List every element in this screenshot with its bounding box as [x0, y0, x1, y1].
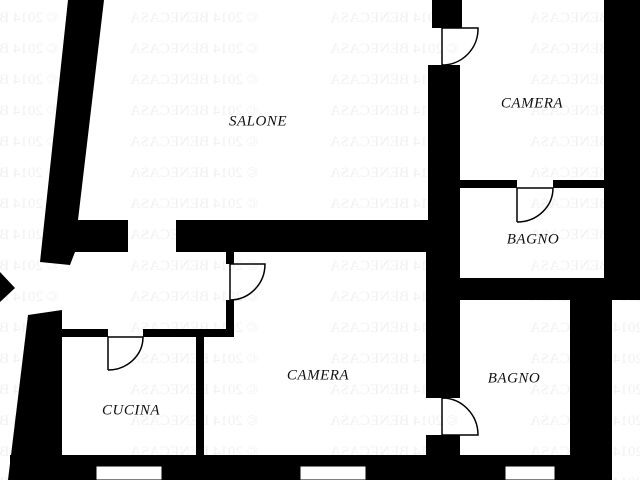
central-wall-lower — [426, 252, 460, 398]
room-label-camera-bottom: CAMERA — [286, 367, 350, 384]
bagno-right-wall — [570, 300, 612, 480]
hall-right-wall-b — [226, 300, 234, 337]
kitchen-top-wall-b — [143, 329, 234, 337]
salone-south-wall — [176, 220, 460, 252]
kitchen-top-wall-a — [62, 329, 108, 337]
door-swing-icon — [441, 27, 479, 66]
door-swing-icon — [229, 263, 266, 301]
entrance-arrow-icon — [0, 272, 15, 302]
room-label-salone: SALONE — [228, 113, 288, 130]
room-label-bagno-top: BAGNO — [506, 231, 560, 248]
door-swing-icon — [516, 187, 554, 223]
right-wall — [604, 0, 640, 300]
bagno-divider — [460, 278, 640, 300]
window — [504, 465, 556, 480]
camera-left-wall — [196, 337, 204, 457]
door-swing-icon — [441, 397, 479, 436]
central-wall — [428, 65, 460, 255]
window — [299, 465, 367, 480]
left-upper-wall — [40, 0, 128, 265]
room-label-camera-top: CAMERA — [500, 95, 564, 112]
camera-bagno-divider-left — [460, 180, 517, 188]
left-lower-wall — [8, 310, 62, 480]
top-wall-stub — [432, 0, 462, 28]
room-label-cucina: CUCINA — [101, 402, 161, 419]
camera-bagno-divider-right — [553, 180, 604, 188]
door-swing-icon — [107, 336, 144, 371]
room-label-bagno-bottom: BAGNO — [487, 370, 541, 387]
hall-right-wall-a — [226, 252, 234, 264]
window — [95, 465, 163, 480]
